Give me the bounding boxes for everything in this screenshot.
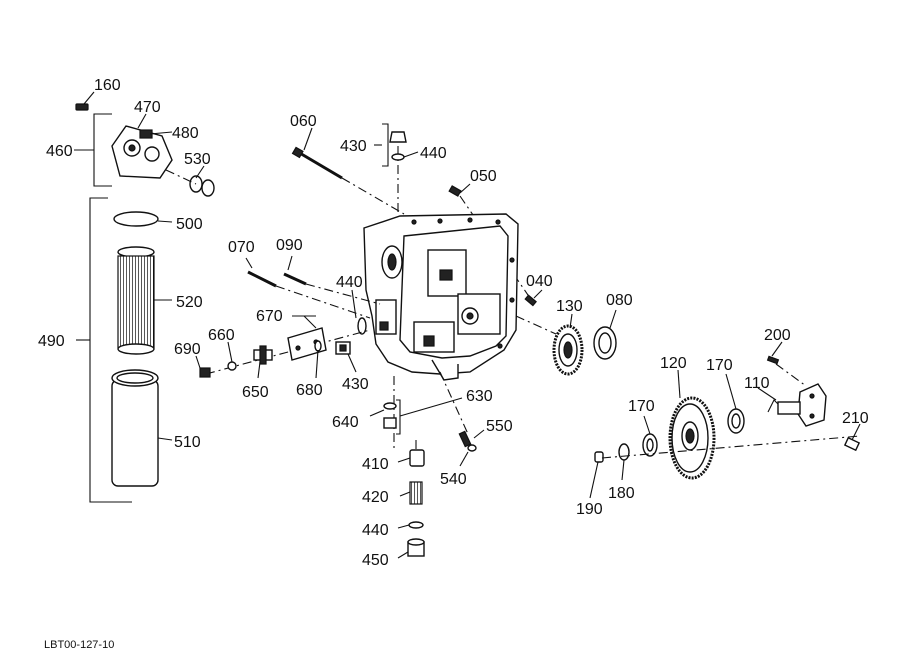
- callout-690: 690: [174, 341, 201, 358]
- main-housing-group: [245, 123, 543, 450]
- callout-510: 510: [174, 434, 201, 451]
- callout-650: 650: [242, 384, 269, 401]
- callout-440-mid: 440: [336, 274, 363, 291]
- callout-labels: 160 470 480 460 530 500 520 490 510 060 …: [38, 77, 869, 569]
- callout-170-upper: 170: [706, 357, 733, 374]
- callout-440-bottom: 440: [362, 522, 389, 539]
- callout-070: 070: [228, 239, 255, 256]
- callout-110: 110: [744, 375, 770, 392]
- callout-210: 210: [842, 410, 869, 427]
- callout-480: 480: [172, 125, 199, 142]
- gear-group: [515, 309, 861, 499]
- callout-470: 470: [134, 99, 161, 116]
- callout-680: 680: [296, 382, 323, 399]
- callout-170-lower: 170: [628, 398, 655, 415]
- gear-130-part: [552, 324, 584, 376]
- callout-460: 460: [46, 143, 73, 160]
- callout-410: 410: [362, 456, 389, 473]
- callout-180: 180: [608, 485, 635, 502]
- filter-cartridge-part: [111, 369, 159, 487]
- callout-660: 660: [208, 327, 235, 344]
- callout-630: 630: [466, 388, 493, 405]
- callout-490: 490: [38, 333, 65, 350]
- valve-group: [195, 315, 371, 379]
- callout-440-top: 440: [420, 145, 447, 162]
- callout-430-mid: 430: [342, 376, 369, 393]
- callout-060: 060: [290, 113, 317, 130]
- gear-120-part: [668, 396, 716, 480]
- callout-200: 200: [764, 327, 791, 344]
- filter-element-group: [76, 197, 173, 503]
- callout-450: 450: [362, 552, 389, 569]
- callout-640: 640: [332, 414, 359, 431]
- filter-element-part: [117, 246, 155, 355]
- filter-head-group: [74, 91, 215, 197]
- callout-500: 500: [176, 216, 203, 233]
- callout-130: 130: [556, 298, 583, 315]
- callout-080: 080: [606, 292, 633, 309]
- reference-code: LBT00-127-10: [44, 639, 114, 651]
- housing-part: [363, 213, 519, 381]
- callout-540: 540: [440, 471, 467, 488]
- callout-420: 420: [362, 489, 389, 506]
- relief-valve-stack: [369, 371, 485, 559]
- callout-040: 040: [526, 273, 553, 290]
- callout-050: 050: [470, 168, 497, 185]
- callout-160: 160: [94, 77, 121, 94]
- callout-090: 090: [276, 237, 303, 254]
- callout-550: 550: [486, 418, 513, 435]
- filter-head-part: [111, 125, 173, 179]
- callout-190: 190: [576, 501, 603, 518]
- bracket-110-part: [767, 383, 827, 427]
- callout-120: 120: [660, 355, 687, 372]
- callout-520: 520: [176, 294, 203, 311]
- callout-530: 530: [184, 151, 211, 168]
- callout-430-top: 430: [340, 138, 367, 155]
- callout-670: 670: [256, 308, 283, 325]
